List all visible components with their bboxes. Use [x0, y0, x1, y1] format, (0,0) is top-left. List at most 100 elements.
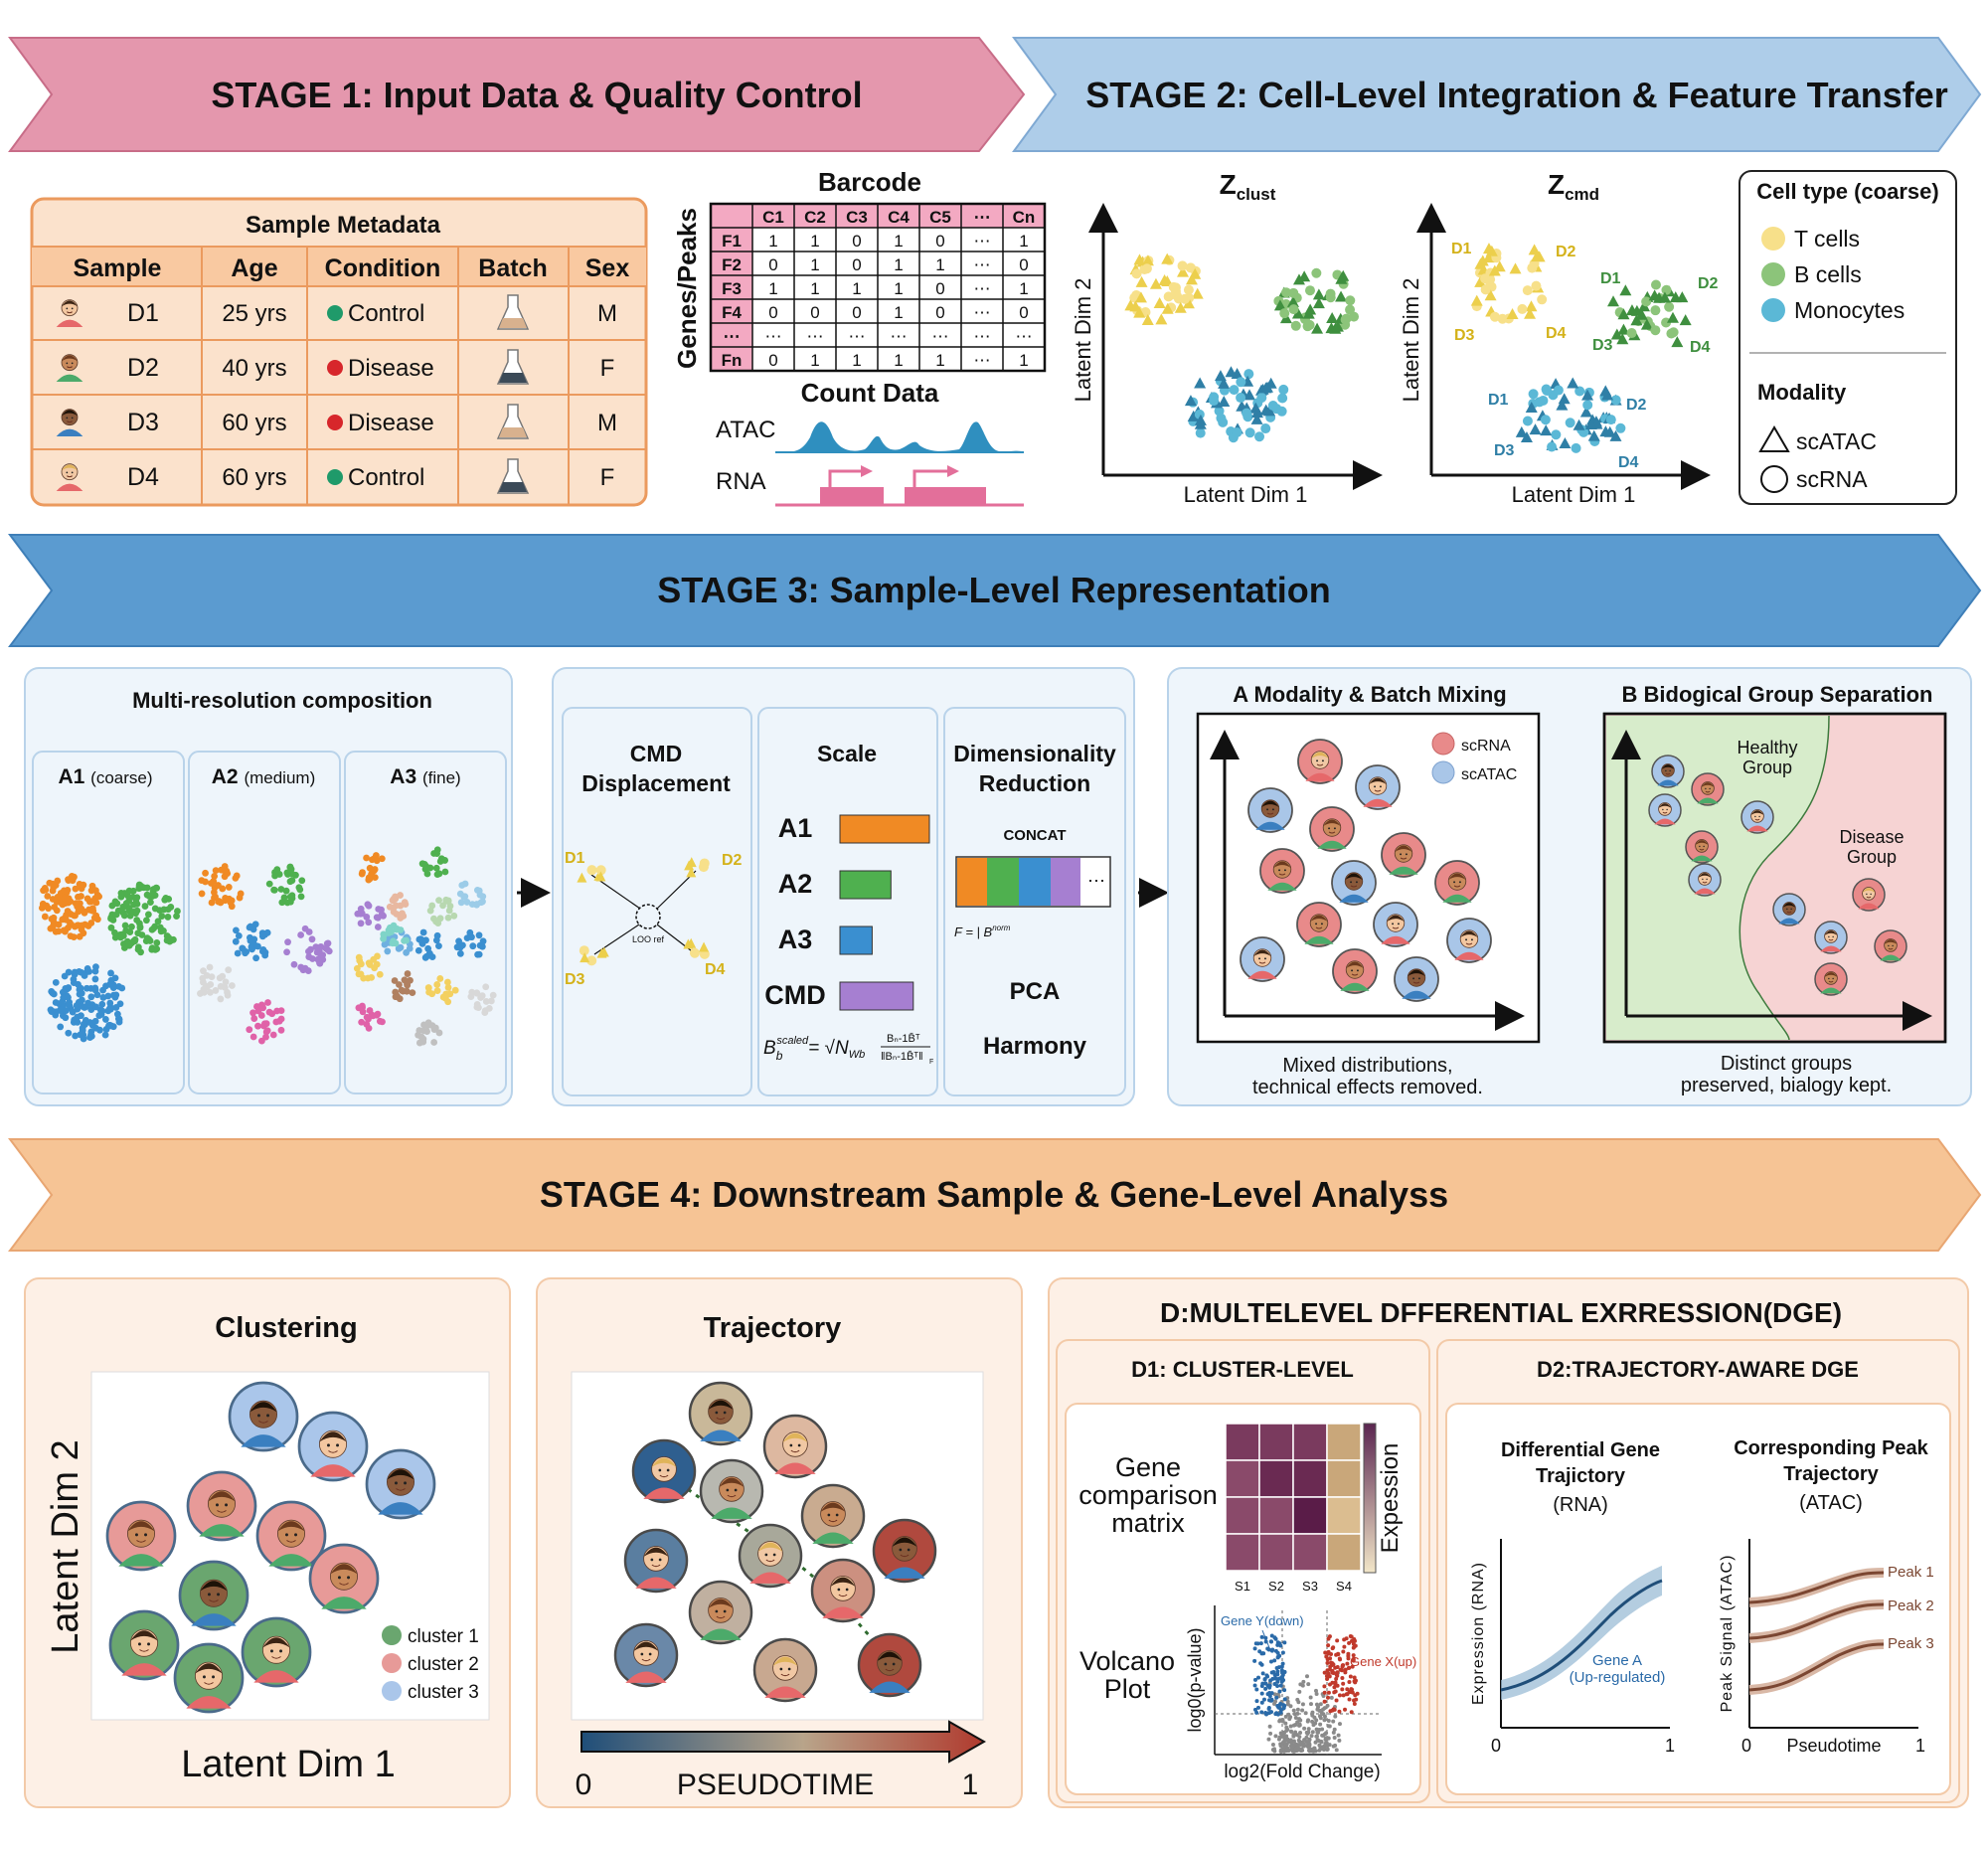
- composition-dot: [49, 887, 57, 895]
- sample-avatar: [1685, 830, 1719, 864]
- mixing-caption-1: Mixed distributions,: [1282, 1055, 1452, 1077]
- diff-axis-zero: 0: [1491, 1736, 1501, 1756]
- zcmd-ylabel: Latent Dim 2: [1399, 278, 1423, 403]
- composition-dot: [87, 1028, 95, 1036]
- composition-dot: [107, 924, 115, 931]
- cmd-cell-point: [699, 858, 710, 869]
- sample-avatar: [297, 1411, 369, 1482]
- volcano-point: [1331, 1719, 1336, 1724]
- trajectory-sample-avatars: [613, 1381, 937, 1703]
- volcano-point: [1314, 1734, 1319, 1739]
- composition-dot: [115, 982, 122, 990]
- heatmap-cell: [1225, 1496, 1260, 1535]
- composition-dot: [40, 902, 47, 909]
- composition-dot: [453, 943, 461, 951]
- cmd-d2-label: D2: [722, 852, 743, 869]
- atac-cell-point: [1155, 313, 1168, 325]
- volcano-point-up: [1322, 1699, 1327, 1704]
- composition-dot: [112, 911, 120, 919]
- volcano-point: [1284, 1729, 1289, 1734]
- composition-dot: [433, 987, 441, 994]
- composition-dot: [153, 939, 161, 946]
- peak-axis-zero: 0: [1741, 1736, 1751, 1756]
- composition-dot: [272, 1018, 280, 1026]
- rna-cell-point: [1345, 295, 1356, 306]
- composition-dot: [278, 899, 286, 907]
- composition-dot: [428, 902, 436, 910]
- matrix-cell: 0: [768, 255, 777, 274]
- volcano-point: [1305, 1719, 1310, 1724]
- volcano-point-up: [1325, 1660, 1330, 1665]
- zclust-ylabel: Latent Dim 2: [1071, 278, 1095, 403]
- a3-label: A3 (fine): [390, 765, 460, 788]
- volcano-point: [1321, 1744, 1326, 1749]
- volcano-point-up: [1341, 1681, 1346, 1686]
- volcano-point-down: [1265, 1683, 1270, 1688]
- rna-cell-point: [1497, 313, 1508, 324]
- composition-dot: [79, 1002, 86, 1010]
- rna-cell-point: [1216, 413, 1227, 423]
- cmd-cell-point: [579, 945, 589, 956]
- volcano-point-down: [1254, 1699, 1259, 1704]
- volcano-point-up: [1327, 1634, 1332, 1639]
- composition-dot: [376, 970, 384, 978]
- composition-dot: [363, 1013, 371, 1021]
- volcano-point-down: [1276, 1705, 1281, 1710]
- composition-dot: [138, 931, 146, 938]
- donor-label: D1: [1451, 241, 1472, 257]
- volcano-point-up: [1341, 1693, 1346, 1698]
- sample-avatar: [1691, 772, 1725, 806]
- composition-dot: [93, 991, 101, 999]
- rna-cell-point: [1666, 328, 1677, 339]
- diff-ylabel: Expression (RNA): [1470, 1562, 1487, 1705]
- col-header-sample: Sample: [74, 254, 162, 282]
- composition-dot: [355, 953, 363, 961]
- volcano-point-up: [1349, 1687, 1354, 1692]
- sample-avatar: [1852, 878, 1886, 912]
- volcano-point: [1309, 1734, 1314, 1739]
- atac-cell-point: [1485, 245, 1498, 256]
- composition-dot: [211, 889, 218, 896]
- matrix-cell: 1: [894, 232, 903, 251]
- atac-cell-point: [1484, 289, 1497, 301]
- volcano-point: [1331, 1730, 1336, 1735]
- zclust-xlabel: Latent Dim 1: [1184, 482, 1308, 507]
- matrix-cell: 0: [852, 232, 861, 251]
- diff-title-3: (RNA): [1553, 1494, 1608, 1516]
- volcano-point-down: [1254, 1687, 1259, 1692]
- volcano-point-down: [1273, 1676, 1278, 1681]
- rna-cell-point: [1163, 291, 1174, 302]
- volcano-xlabel: log2(Fold Change): [1224, 1762, 1380, 1782]
- composition-dot: [487, 997, 495, 1005]
- volcano-point: [1275, 1692, 1280, 1697]
- composition-dot: [234, 949, 242, 957]
- rna-cell-point: [1547, 441, 1558, 452]
- sample-avatar: [1355, 764, 1401, 810]
- composition-dot: [259, 1004, 267, 1012]
- matrix-cell: 1: [852, 351, 861, 370]
- composition-dot: [478, 992, 486, 1000]
- multires-title: Multi-resolution composition: [132, 688, 432, 713]
- composition-dot: [133, 907, 141, 915]
- matrix-cell: ⋯: [974, 327, 991, 346]
- rna-cell-point: [1236, 377, 1246, 388]
- sample-avatar: [1648, 793, 1682, 827]
- composition-dot: [424, 1022, 432, 1029]
- volcano-point: [1283, 1714, 1288, 1719]
- composition-dot: [375, 906, 383, 913]
- atac-cell-point: [1666, 311, 1679, 323]
- composition-dot: [394, 925, 401, 932]
- volcano-point-up: [1341, 1649, 1346, 1654]
- composition-dot: [62, 900, 70, 907]
- celltype-modality-legend: Cell type (coarse) T cells B cells Monoc…: [1739, 170, 1957, 505]
- composition-dot: [355, 970, 363, 978]
- rna-cell-point: [1304, 285, 1315, 296]
- composition-dot: [111, 974, 119, 982]
- sample-avatar: [105, 1500, 177, 1572]
- gene-a-label-2: (Up-regulated): [1570, 1669, 1666, 1686]
- composition-dot: [199, 974, 207, 982]
- volcano-point: [1319, 1739, 1324, 1744]
- matrix-cell: 1: [894, 303, 903, 322]
- rna-cell-point: [1528, 389, 1539, 400]
